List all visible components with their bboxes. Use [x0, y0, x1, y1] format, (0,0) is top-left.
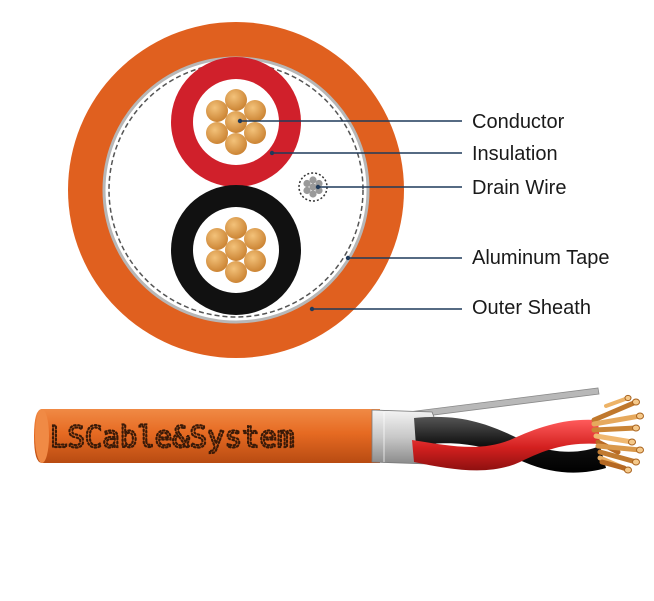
label-conductor: Conductor: [472, 111, 565, 133]
red-conductor-strands: [206, 89, 266, 155]
black-conductor-strands: [206, 217, 266, 283]
outer-sheath-body: LSCable&System: [34, 409, 380, 463]
red-conductor: [171, 57, 301, 187]
red-wire-segment: [412, 419, 600, 471]
label-outer-sheath: Outer Sheath: [472, 297, 591, 319]
black-conductor: [171, 185, 301, 315]
cable-cross-section: Conductor Insulation Drain Wire Aluminum…: [68, 22, 609, 358]
label-drain-wire: Drain Wire: [472, 177, 566, 199]
cable-side-view: LSCable&System: [34, 387, 644, 474]
drain-wire-strand: [407, 387, 600, 419]
drain-wire: [298, 172, 328, 202]
shield-dashed-line: [108, 62, 364, 318]
exposed-copper-strands: [591, 396, 643, 473]
label-aluminum-tape: Aluminum Tape: [472, 247, 609, 269]
copper-strand-ends: [624, 394, 644, 474]
leader-lines: [240, 120, 462, 310]
label-insulation: Insulation: [472, 143, 558, 165]
brand-text: LSCable&System: [50, 420, 294, 454]
